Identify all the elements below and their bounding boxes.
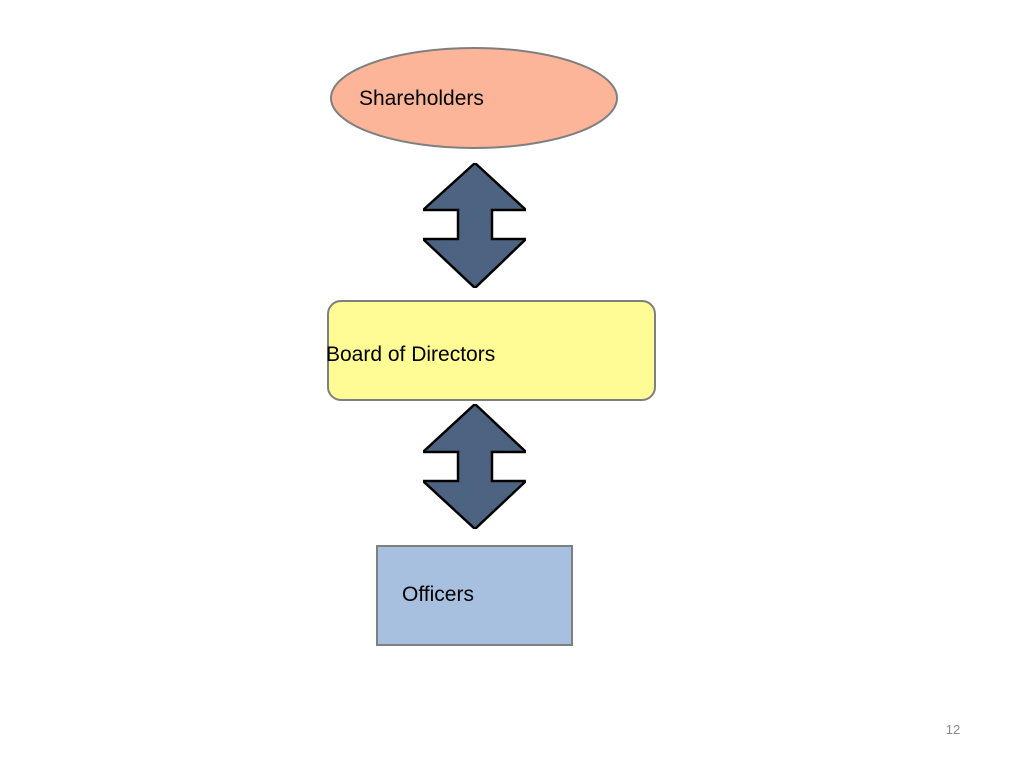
officers-shape: [376, 545, 573, 646]
slide-number: 12: [945, 722, 961, 737]
board-officers-double-arrow: [419, 402, 530, 531]
board-node: Board of Directors: [326, 300, 656, 401]
board-label: Board of Directors: [326, 343, 495, 366]
shareholders-shape: [330, 47, 618, 149]
shareholders-label: Shareholders: [359, 87, 484, 110]
shareholders-node: Shareholders: [330, 47, 618, 149]
officers-label: Officers: [402, 583, 474, 606]
officers-node: Officers: [376, 545, 573, 646]
board-shape: [327, 300, 656, 401]
shareholders-board-double-arrow: [419, 161, 530, 290]
